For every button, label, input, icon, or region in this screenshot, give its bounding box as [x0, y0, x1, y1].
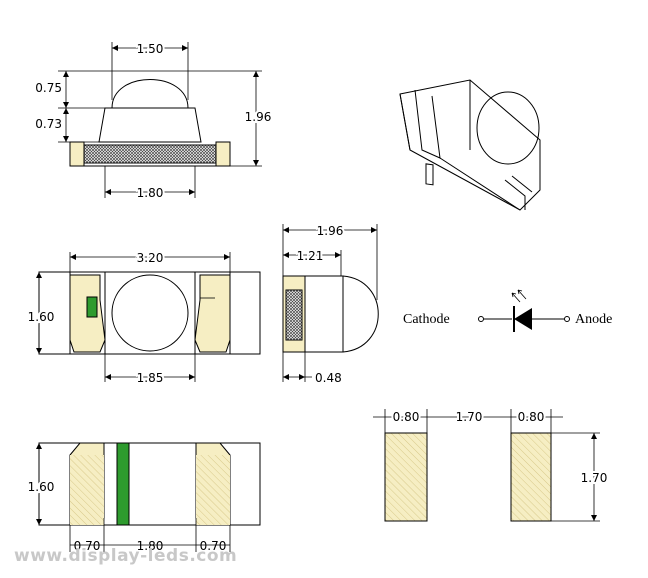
side-view: 1.50 0.75 0.73 1.96 1.80: [35, 40, 273, 202]
side-pad-right: [215, 141, 231, 167]
led-symbol: Cathode Anode: [403, 289, 612, 332]
dim-end-partial: 1.21: [297, 249, 324, 263]
top-pad-right: [194, 274, 231, 353]
dim-footprint-gap: 1.70: [456, 410, 483, 424]
end-view: 1.96 1.21 0.48: [282, 222, 379, 385]
anode-label: Anode: [575, 312, 612, 327]
diode-triangle: [514, 308, 532, 330]
dim-side-lens-width: 1.50: [137, 42, 164, 56]
side-pad-left: [69, 141, 85, 167]
dim-footprint-height: 1.70: [581, 471, 608, 485]
side-base: [83, 144, 217, 164]
top-lens: [111, 274, 189, 352]
cathode-label: Cathode: [403, 312, 450, 327]
top-view: 3.20 1.60 1.85: [26, 249, 261, 387]
iso-lens: [476, 91, 540, 165]
dim-footprint-pad-right: 0.80: [518, 410, 545, 424]
dim-bottom-width: 1.60: [28, 480, 55, 494]
dim-side-body-width: 1.80: [137, 186, 164, 200]
dim-top-width: 1.60: [28, 310, 55, 324]
bottom-polarity-bar: [116, 442, 130, 526]
dim-end-total: 1.96: [317, 224, 344, 238]
dim-top-length: 3.20: [137, 251, 164, 265]
bottom-view: 1.60 0.70 1.80 0.70: [26, 442, 261, 553]
dim-end-pad: 0.48: [315, 371, 342, 385]
dim-side-body-height: 0.73: [35, 117, 62, 131]
dim-bottom-center: 1.80: [137, 539, 164, 553]
end-lens: [342, 275, 379, 353]
dim-bottom-pad-left: 0.70: [74, 539, 101, 553]
footprint-pad-right: [510, 432, 552, 522]
dim-side-total-height: 1.96: [245, 110, 272, 124]
dim-footprint-pad-left: 0.80: [393, 410, 420, 424]
top-polarity-mark: [86, 296, 98, 318]
watermark: www.display-leds.com: [14, 546, 237, 566]
isometric-view: [399, 79, 541, 211]
dim-bottom-pad-right: 0.70: [200, 539, 227, 553]
side-body: [98, 107, 202, 143]
dim-top-lens: 1.85: [137, 371, 164, 385]
footprint-pad-left: [384, 432, 428, 522]
side-lens-dome: [111, 79, 189, 109]
dim-side-lens-height: 0.75: [35, 81, 62, 95]
footprint: 0.80 1.70 0.80 1.70: [373, 408, 609, 522]
